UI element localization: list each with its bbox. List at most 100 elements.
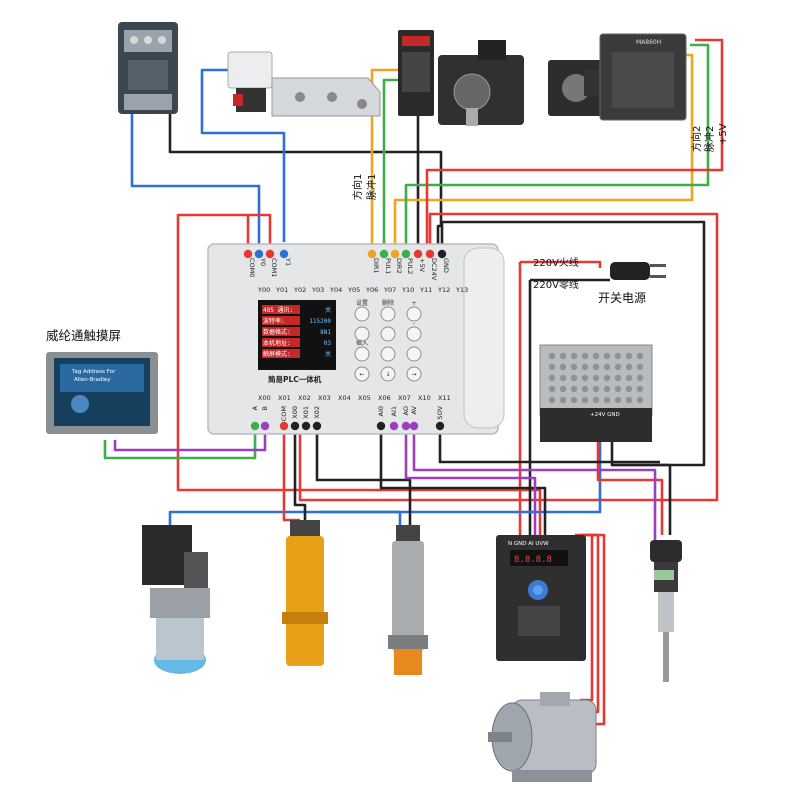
keypad-key-label: + — [411, 300, 416, 307]
x-row-label: X11 — [438, 394, 451, 402]
bottom-terminal-screw — [401, 421, 411, 431]
x-row-label: X01 — [278, 394, 291, 402]
top-terminal-screw — [367, 249, 377, 259]
wire-valve-blue — [200, 68, 286, 242]
keypad-key[interactable] — [354, 346, 370, 362]
bottom-terminal-label: AO — [402, 406, 410, 415]
power-plug-icon — [610, 262, 666, 280]
y-row-label: Y11 — [419, 286, 432, 294]
top-terminal-label: DIR2 — [395, 258, 403, 274]
top-terminal-label: COM1 — [270, 258, 278, 277]
solenoid-valve — [227, 51, 381, 117]
wire-sensor1-black — [293, 430, 307, 520]
wire-ai-purple — [404, 430, 537, 535]
neutral-wire-label: 220V零线 — [533, 278, 579, 291]
keypad-key-label: 删除 — [382, 299, 394, 307]
top-terminal-label: Y0 — [259, 257, 267, 266]
plus5v-label: +5V — [718, 123, 729, 145]
bottom-terminal-screw — [301, 421, 311, 431]
bottom-terminal-screw — [389, 421, 399, 431]
keypad-key[interactable] — [354, 306, 370, 322]
y-row-label: Y03 — [311, 286, 324, 294]
x-row-label: X06 — [378, 394, 391, 402]
top-terminal-screw — [379, 249, 389, 259]
wire-dir1-orange — [370, 68, 400, 250]
bottom-terminal-screw — [435, 421, 445, 431]
dir2-label: 方向2 — [690, 126, 703, 152]
y-row-label: Y00 — [257, 286, 270, 294]
keypad-key-label: ← — [359, 371, 364, 378]
pressure-transmitter — [650, 540, 682, 682]
psu-terminal-label: +24V GND — [590, 412, 620, 418]
wire-ai-black — [379, 430, 547, 535]
top-terminal-label: Y1 — [284, 257, 292, 266]
keypad-key[interactable] — [406, 346, 422, 362]
bottom-terminal-screw — [290, 421, 300, 431]
bottom-terminal-screw — [279, 421, 289, 431]
x-row-label: X07 — [398, 394, 411, 402]
y-row-label: Y01 — [275, 286, 288, 294]
wire-ao-purple — [412, 430, 657, 540]
wire-hmi-purple — [113, 425, 267, 452]
y-row-label: Y04 — [329, 286, 342, 294]
bottom-terminal-label: AI1 — [390, 406, 398, 417]
keypad-key[interactable] — [380, 366, 396, 382]
top-terminal-label: PUL2 — [406, 258, 414, 274]
screen-line-label: 数据格式: — [263, 328, 291, 336]
y-row-label: Y05 — [347, 286, 360, 294]
y-row-label: Y06 — [365, 286, 378, 294]
wire-com1-red — [248, 213, 272, 250]
bottom-terminal-screw — [409, 421, 419, 431]
x-row-label: X02 — [298, 394, 311, 402]
top-terminal-label: COM0 — [248, 258, 256, 277]
keypad-key[interactable] — [380, 306, 396, 322]
wire-sensor1-red — [282, 430, 300, 522]
x-row-label: X00 — [258, 394, 271, 402]
keypad-key[interactable] — [406, 366, 422, 382]
dir1-label: 方向1 — [351, 174, 364, 200]
limit-switch-sensor — [142, 525, 210, 674]
y-row-label: Y02 — [293, 286, 306, 294]
keypad-key[interactable] — [354, 366, 370, 382]
bottom-terminal-screw — [260, 421, 270, 431]
keypad-key-label: 插入 — [356, 339, 368, 347]
vfd-terminal-label: N GND AI UVW — [508, 541, 549, 547]
bottom-terminal-label: SOV — [436, 405, 444, 419]
wire-psu-black-down — [612, 463, 672, 535]
plc-keypad: 设置删除+-插入←↓→ — [354, 299, 422, 382]
keypad-key[interactable] — [380, 346, 396, 362]
pulse1-label: 脉冲1 — [365, 174, 378, 200]
hmi-touchscreen: Tag Address For Allen-Bradley — [46, 352, 158, 434]
top-terminal-screw — [243, 249, 253, 259]
wire-av-black — [438, 430, 660, 464]
screen-line-value: 关 — [325, 350, 331, 358]
bottom-terminal-screw — [312, 421, 322, 431]
bottom-terminal-label: B — [261, 406, 269, 410]
keypad-key[interactable] — [380, 326, 396, 342]
hmi-tag-line1: Tag Address For — [71, 369, 116, 375]
servo-system — [398, 30, 524, 126]
bottom-terminal-label: X00 — [291, 406, 299, 419]
bottom-terminal-screw — [250, 421, 260, 431]
keypad-key[interactable] — [406, 306, 422, 322]
switching-power-supply: +24V GND — [539, 344, 653, 442]
bottom-terminal-label: X01 — [302, 406, 310, 419]
x-row-label: X10 — [418, 394, 431, 402]
keypad-key[interactable] — [406, 326, 422, 342]
top-terminal-label: DC24V — [430, 258, 438, 281]
photoelectric-sensor — [282, 520, 328, 666]
bottom-terminal-label: AI0 — [377, 406, 385, 417]
contactor — [118, 22, 178, 114]
screen-line-value: 03 — [324, 340, 332, 347]
screen-line-value: 关 — [325, 306, 331, 314]
wire-5v-red — [425, 38, 724, 250]
keypad-key[interactable] — [354, 326, 370, 342]
screen-line-value: 8N1 — [320, 329, 331, 336]
bottom-terminal-label: X02 — [313, 406, 321, 419]
stepper-driver-brand: MA860H — [636, 39, 661, 46]
